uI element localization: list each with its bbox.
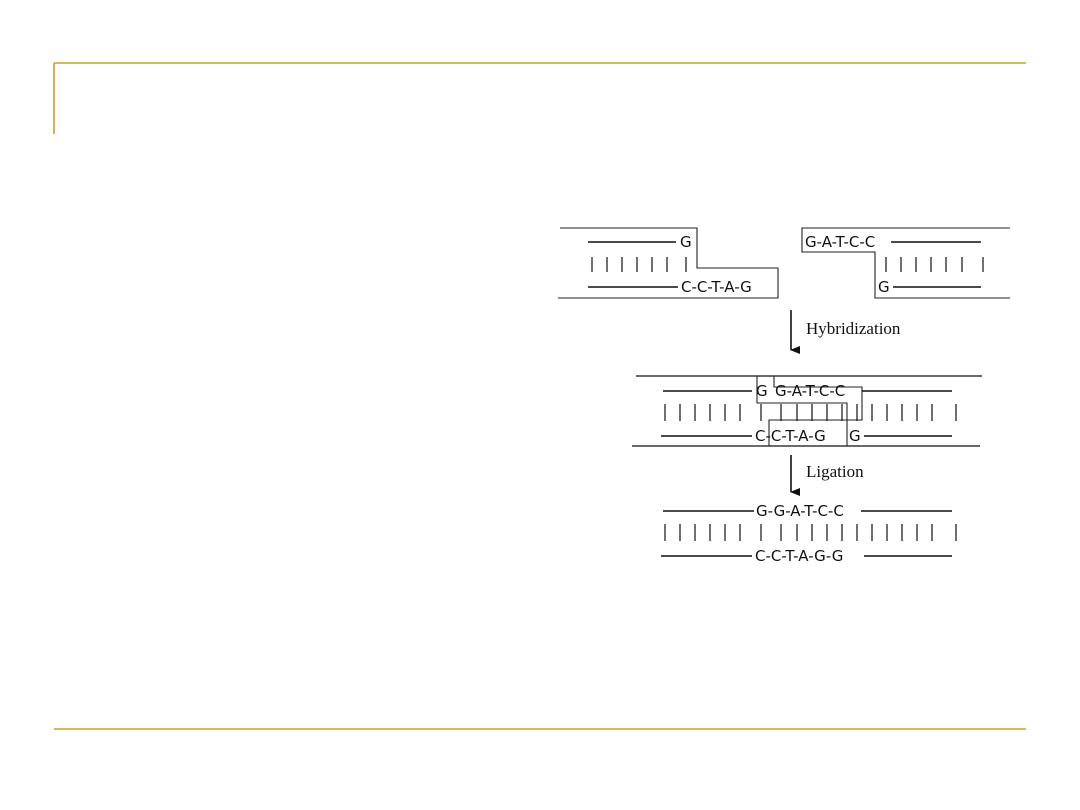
ligated-top-sequence: G-G-A-T-C-C — [756, 502, 844, 520]
ligation-label: Ligation — [806, 462, 864, 481]
hybrid-right-top-sequence: G-A-T-C-C — [775, 382, 845, 400]
hybrid-right-bottom-sequence: G — [849, 427, 861, 445]
ligated-duplex: G-G-A-T-C-C — [661, 502, 957, 565]
hybrid-base-pairs — [664, 404, 957, 421]
ligated-bottom-sequence: C-C-T-A-G-G — [755, 547, 843, 565]
right-base-pairs — [885, 257, 984, 272]
right-bottom-sequence: G — [878, 278, 890, 296]
hybridization-label: Hybridization — [806, 319, 901, 338]
right-fragment: G-A-T-C-C G — [801, 227, 1010, 299]
hybrid-left-bottom-sequence: C-C-T-A-G — [755, 427, 826, 445]
hybridized-duplex: G G-A-T-C-C — [632, 375, 982, 447]
ligated-base-pairs — [664, 524, 957, 541]
hybrid-left-top-sequence: G — [756, 382, 768, 400]
left-fragment: G C-C-T-A-G — [558, 227, 779, 299]
left-base-pairs — [591, 257, 687, 272]
right-top-sequence: G-A-T-C-C — [805, 233, 875, 251]
right-fragment-outline — [801, 227, 1010, 299]
left-top-sequence: G — [680, 233, 692, 251]
hybrid-left-outline — [756, 376, 848, 446]
left-bottom-sequence: C-C-T-A-G — [681, 278, 752, 296]
left-fragment-outline — [558, 227, 779, 299]
hybrid-right-outline — [768, 376, 863, 446]
